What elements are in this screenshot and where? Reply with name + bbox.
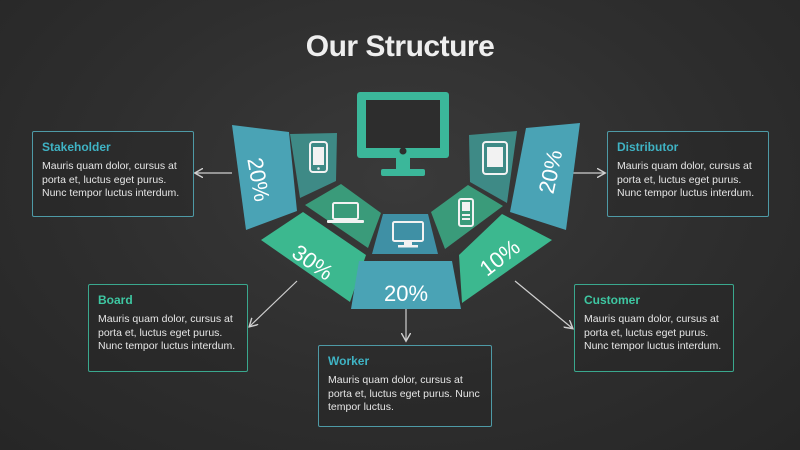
page-title: Our Structure [305,30,495,63]
tablet-icon [482,141,508,175]
customer-text: Mauris quam dolor, cursus at porta et, l… [584,313,722,352]
segment-board [261,212,366,302]
stakeholder-text: Mauris quam dolor, cursus at porta et, l… [42,160,180,199]
inner-segment-featurephone [431,185,503,249]
worker-percent: 20% [384,281,428,306]
arrow-to-customer [514,280,572,328]
desktop-icon [392,221,424,248]
segment-stakeholder [232,125,297,230]
stakeholder-heading: Stakeholder [42,140,111,154]
feature-phone-icon [458,198,474,227]
inner-segment-phone [290,133,337,198]
distributor-heading: Distributor [617,140,679,154]
inner-segment-desktop [372,214,438,254]
board-card: Board Mauris quam dolor, cursus at porta… [88,284,248,372]
worker-card: Worker Mauris quam dolor, cursus at port… [318,345,492,427]
segment-worker [351,261,461,309]
customer-card: Customer Mauris quam dolor, cursus at po… [574,284,734,372]
customer-heading: Customer [584,293,641,307]
board-text: Mauris quam dolor, cursus at porta et, l… [98,313,236,352]
board-heading: Board [98,293,133,307]
laptop-icon [327,202,364,223]
segment-distributor [510,123,580,230]
distributor-text: Mauris quam dolor, cursus at porta et, l… [617,160,755,199]
stakeholder-card: Stakeholder Mauris quam dolor, cursus at… [32,131,194,217]
smartphone-icon [309,141,328,173]
worker-heading: Worker [328,354,370,368]
desktop-monitor-icon [357,92,449,176]
arrow-to-board [250,280,298,326]
segment-customer [459,214,552,303]
inner-segment-laptop [305,184,381,248]
distributor-card: Distributor Mauris quam dolor, cursus at… [607,131,769,217]
worker-text: Mauris quam dolor, cursus at porta et, l… [328,374,480,413]
